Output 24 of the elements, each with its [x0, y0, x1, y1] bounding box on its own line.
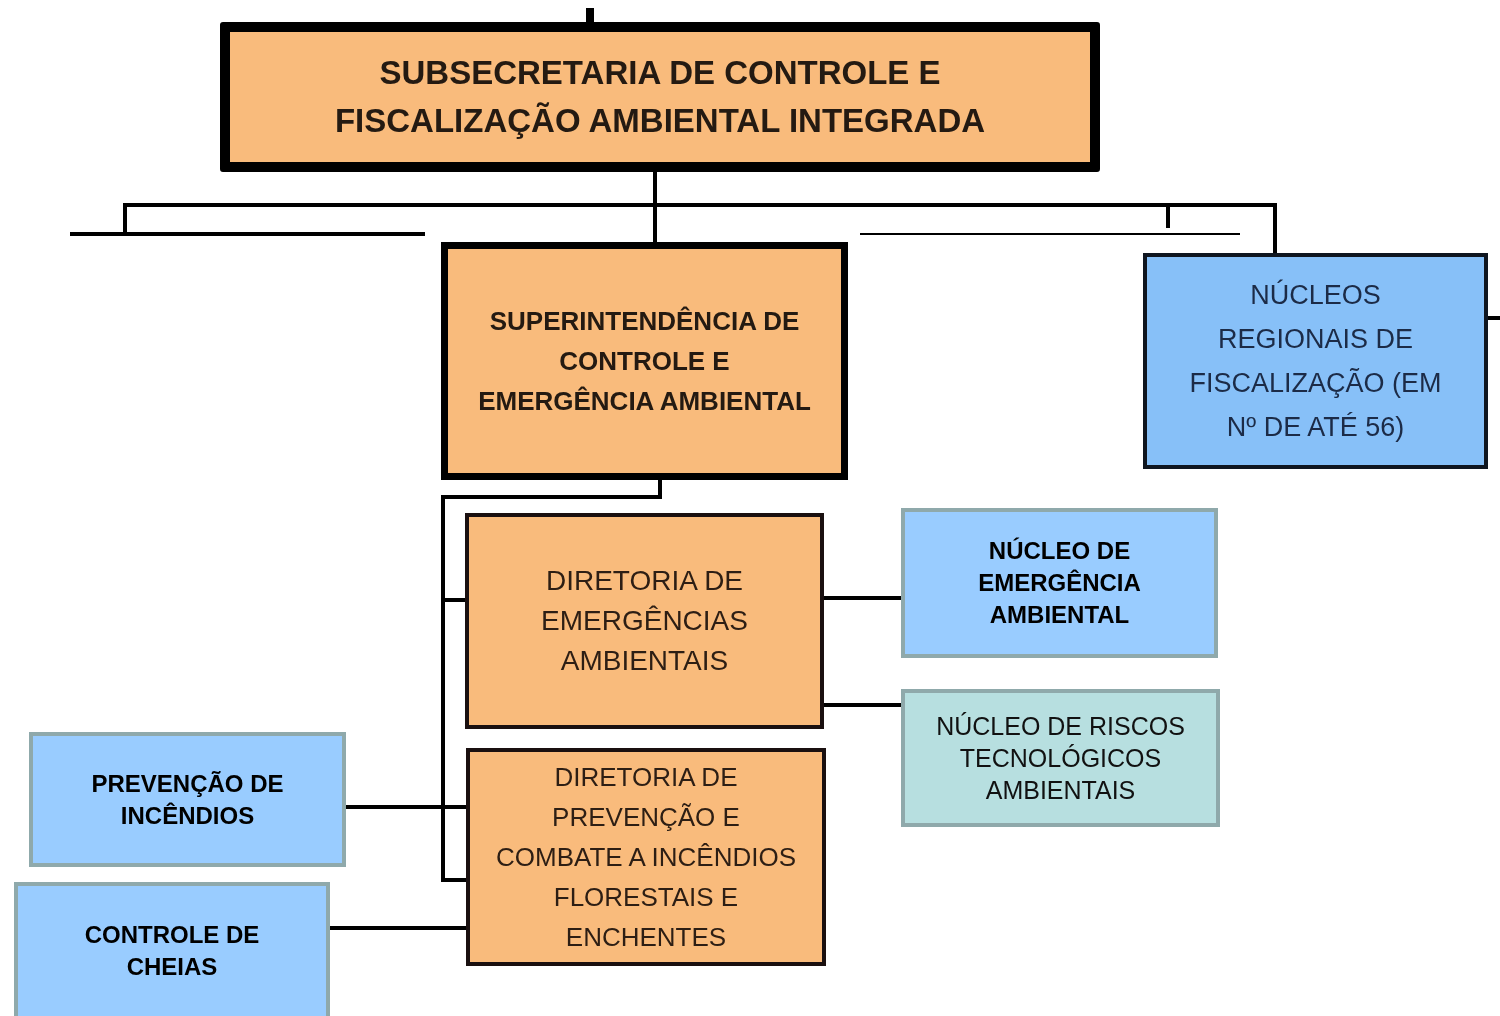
unit-name: CONTROLE DE CHEIAS	[83, 920, 261, 982]
org-unit-box	[220, 22, 1100, 172]
connector-line	[824, 703, 901, 707]
unit-name: NÚCLEO DE RISCOS TECNOLÓGICOS AMBIENTAIS	[935, 711, 1186, 806]
unit-name: DIRETORIA DE EMERGÊNCIAS AMBIENTAIS	[540, 564, 749, 678]
unit-name: SUPERINTENDÊNCIA DE CONTROLE E EMERGÊNCIA AMBIENTAL	[477, 305, 812, 418]
org-unit-box	[466, 748, 826, 966]
org-unit-box	[901, 508, 1218, 658]
unit-name: PREVENÇÃO DE INCÊNDIOS	[90, 768, 285, 831]
org-unit-box	[14, 882, 330, 1016]
connector-line	[653, 172, 1170, 228]
connector-line	[346, 805, 466, 809]
connector-line	[1488, 316, 1500, 320]
org-unit-box	[465, 513, 824, 729]
unit-name: DIRETORIA DE PREVENÇÃO E COMBATE A INCÊNDIOS FLORESTAIS E ENCHENTES	[495, 761, 797, 954]
connector-line	[330, 926, 466, 930]
org-unit-box	[29, 732, 346, 867]
unit-name: NÚCLEOS REGIONAIS DE FISCALIZAÇÃO (EM Nº DE ATÉ 56)	[1188, 278, 1443, 444]
org-unit-box	[441, 242, 848, 480]
unit-name: SUBSECRETARIA DE CONTROLE E FISCALIZAÇÃO AMBIENTAL INTEGRADA	[333, 53, 987, 141]
org-unit-box	[901, 689, 1220, 827]
connector-line	[824, 596, 901, 600]
org-unit-box	[1143, 253, 1488, 469]
unit-name: NÚCLEO DE EMERGÊNCIA AMBIENTAL	[977, 536, 1142, 630]
